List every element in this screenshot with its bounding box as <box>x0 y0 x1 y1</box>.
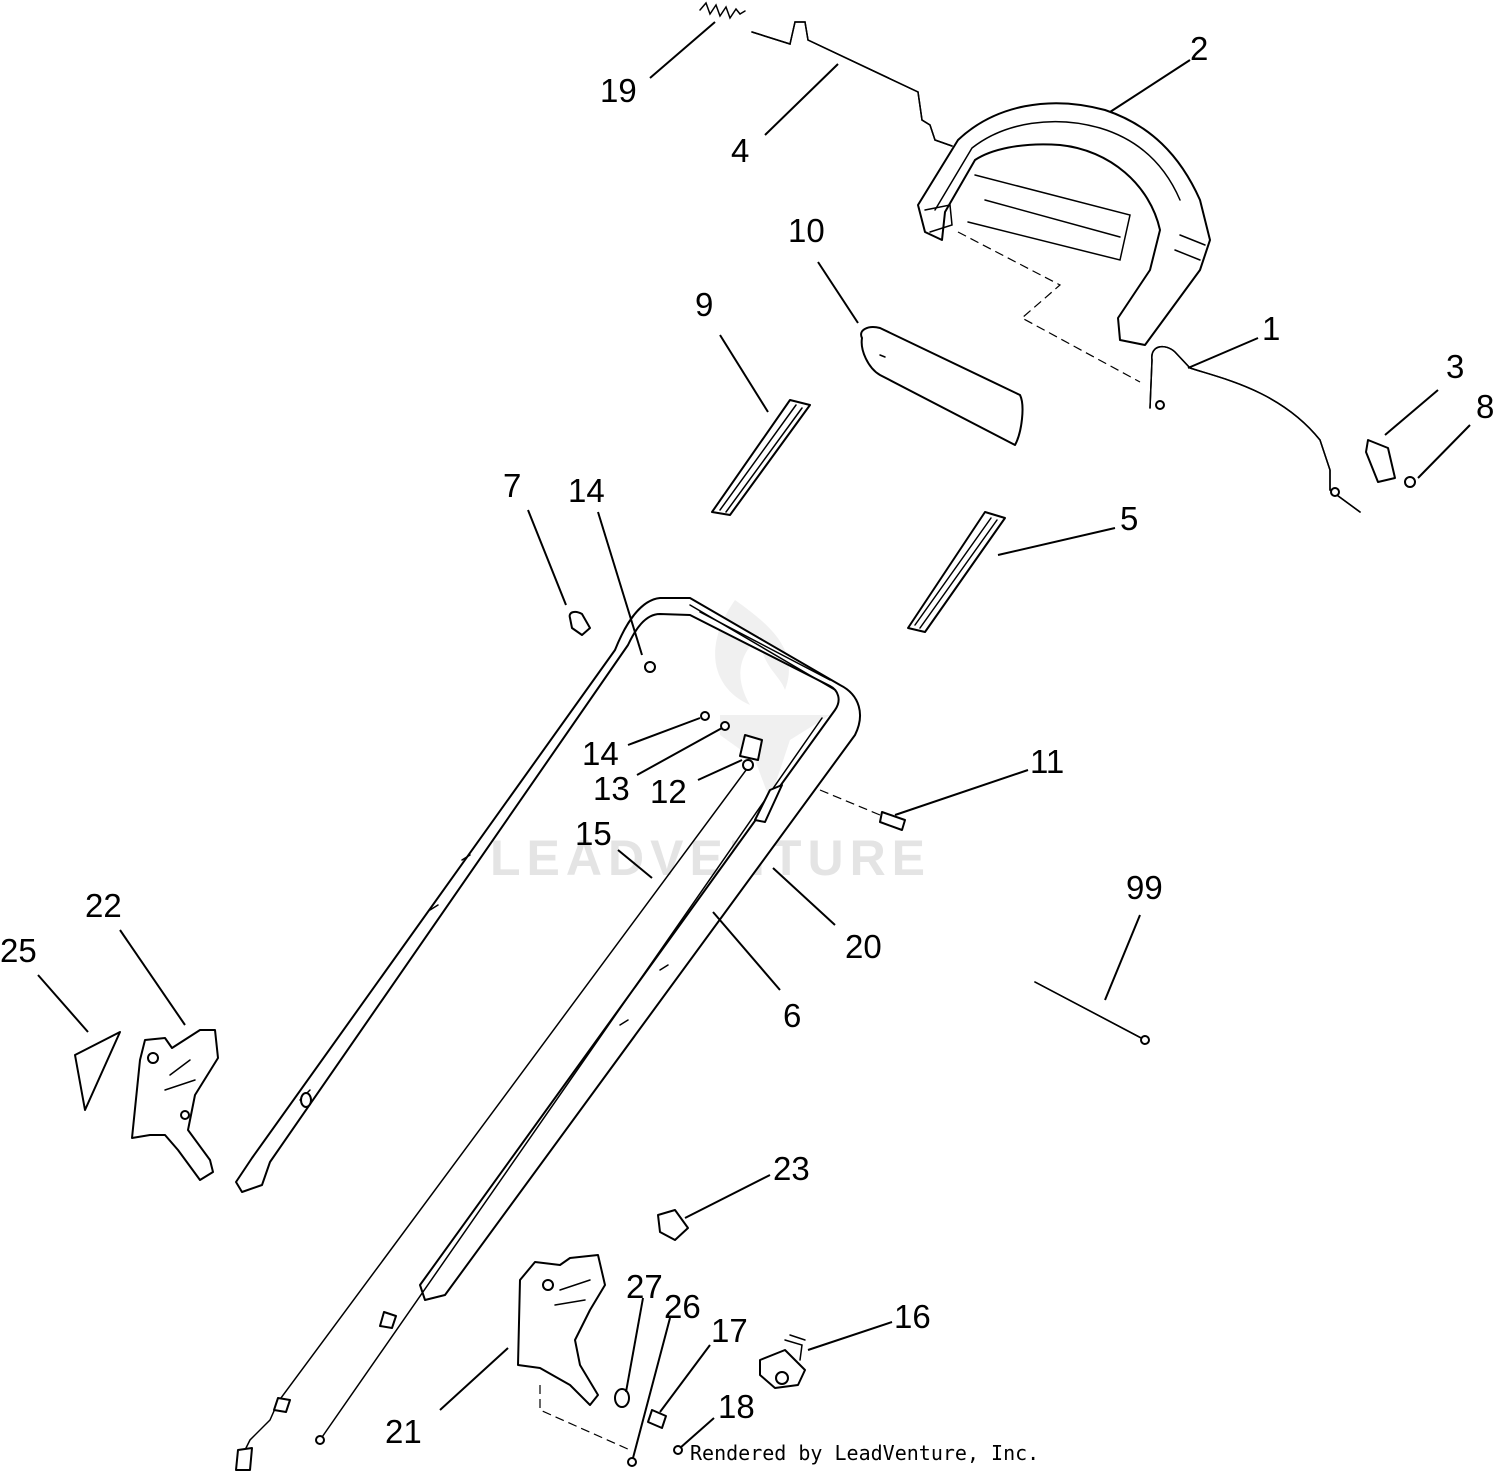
part-nut-14-upper <box>644 661 656 673</box>
part-cable-tie-99 <box>1034 981 1150 1045</box>
part-handle-grip-2 <box>917 102 1211 346</box>
part-bail-wire-1 <box>1149 345 1361 513</box>
part-clip-7 <box>568 610 591 636</box>
part-nut-8 <box>1404 476 1416 488</box>
watermark-text: LEADVENTURE <box>490 830 931 886</box>
part-decal-25 <box>74 1031 121 1111</box>
callout-18: 18 <box>718 1388 755 1425</box>
part-bolt-26 <box>627 1457 637 1467</box>
callout-25: 25 <box>0 932 37 969</box>
callout-21: 21 <box>385 1413 422 1450</box>
part-height-adjuster-16 <box>759 1334 806 1389</box>
hidden-line-lower <box>539 1385 631 1451</box>
part-bracket-left-22 <box>131 1029 219 1181</box>
part-bracket-right-21 <box>517 1254 606 1406</box>
part-cable-20 <box>315 717 823 1445</box>
callout-16: 16 <box>894 1298 931 1335</box>
part-lever-23 <box>657 1209 689 1241</box>
callout-labels: 19 4 2 10 9 1 3 8 5 7 14 14 13 12 11 15 … <box>0 30 1494 1450</box>
hidden-line-bolt <box>819 789 881 816</box>
callout-20: 20 <box>845 928 882 965</box>
callout-27: 27 <box>626 1268 663 1305</box>
callout-3: 3 <box>1446 348 1464 385</box>
callout-99: 99 <box>1126 869 1163 906</box>
part-bail-cover-10 <box>860 326 1024 446</box>
part-spring-19 <box>699 1 746 20</box>
callout-5: 5 <box>1120 500 1138 537</box>
callout-14-lower: 14 <box>582 735 619 772</box>
callout-17: 17 <box>711 1312 748 1349</box>
callout-13: 13 <box>593 770 630 807</box>
callout-4: 4 <box>731 132 749 169</box>
callout-23: 23 <box>773 1150 810 1187</box>
callout-11: 11 <box>1030 743 1064 780</box>
callout-12: 12 <box>650 773 687 810</box>
callout-19: 19 <box>600 72 637 109</box>
render-credit: Rendered by LeadVenture, Inc. <box>690 1441 1039 1465</box>
part-nut-14-lower <box>700 711 710 721</box>
callout-6: 6 <box>783 997 801 1034</box>
part-handle-6 <box>235 597 861 1301</box>
callout-10: 10 <box>788 212 825 249</box>
part-spacer-17 <box>647 1409 667 1429</box>
callout-15: 15 <box>575 815 612 852</box>
callout-9: 9 <box>695 286 713 323</box>
hidden-line-upper <box>957 231 1141 383</box>
callout-22: 22 <box>85 887 122 924</box>
part-control-rod-4 <box>751 21 953 147</box>
part-cable-15 <box>235 761 753 1471</box>
part-rail-5 <box>907 511 1006 633</box>
part-knob-3 <box>1365 439 1396 483</box>
part-control-bracket-12 <box>739 734 763 771</box>
callout-26: 26 <box>664 1288 701 1325</box>
callout-2: 2 <box>1190 30 1208 67</box>
callout-7: 7 <box>503 467 521 504</box>
leader-lines <box>37 21 1471 1459</box>
part-bolt-11 <box>879 811 906 831</box>
callout-14-upper: 14 <box>568 472 605 509</box>
part-nut-13 <box>720 721 730 731</box>
callout-1: 1 <box>1262 310 1280 347</box>
part-washer-27 <box>614 1388 630 1408</box>
part-rail-9 <box>711 399 811 516</box>
callout-8: 8 <box>1476 388 1494 425</box>
